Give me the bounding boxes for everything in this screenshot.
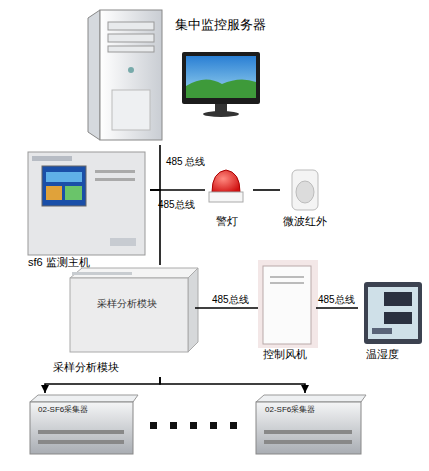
bus-label: 485总线	[212, 294, 249, 305]
device-label: 采样分析模块	[97, 298, 157, 310]
device-node: 02-SF6采集器	[253, 393, 368, 458]
fan-control-box	[258, 260, 318, 348]
thermo-hygrometer	[364, 282, 422, 344]
motion-sensor	[292, 170, 318, 210]
device-label: 02-SF6采集器	[265, 405, 315, 414]
server-tower	[88, 10, 162, 140]
device-node: 温湿度	[358, 278, 426, 362]
bus-connector	[316, 307, 358, 309]
device-label: 采样分析模块	[53, 361, 119, 374]
bus-connector	[150, 145, 160, 190]
sampling-module-box	[70, 268, 198, 352]
device-node: 微波红外	[280, 165, 337, 232]
device-node: 采样分析模块采样分析模块	[45, 265, 195, 377]
bus-connector	[45, 377, 160, 393]
device-label: sf6 监测主机	[28, 256, 90, 269]
device-node: sf6 监测主机	[25, 148, 150, 273]
device-node: 控制风机	[258, 262, 316, 362]
bus-connector	[150, 189, 205, 191]
monitor	[182, 52, 260, 117]
bus-connector	[195, 307, 258, 309]
device-node: 02-SF6采集器	[28, 393, 138, 458]
bus-connector	[253, 189, 280, 191]
collector-box	[256, 395, 366, 454]
bus-label: 485 总线	[166, 156, 205, 167]
device-node: 警灯	[205, 168, 253, 232]
collector-box	[30, 395, 138, 454]
bus-label: 485总线	[158, 199, 195, 210]
monitor-host-panel	[28, 152, 145, 255]
device-label: 微波红外	[283, 215, 327, 228]
device-label: 温湿度	[366, 348, 399, 361]
device-label: 警灯	[216, 215, 238, 228]
bus-connector	[160, 377, 305, 393]
device-label: 集中监控服务器	[175, 18, 266, 33]
device-node: 集中监控服务器	[80, 5, 290, 145]
bus-label: 485总线	[318, 294, 355, 305]
device-label: 控制风机	[263, 348, 307, 361]
device-label: 02-SF6采集器	[38, 405, 88, 414]
alarm-lamp	[209, 170, 243, 202]
ellipsis-dots	[150, 422, 237, 429]
